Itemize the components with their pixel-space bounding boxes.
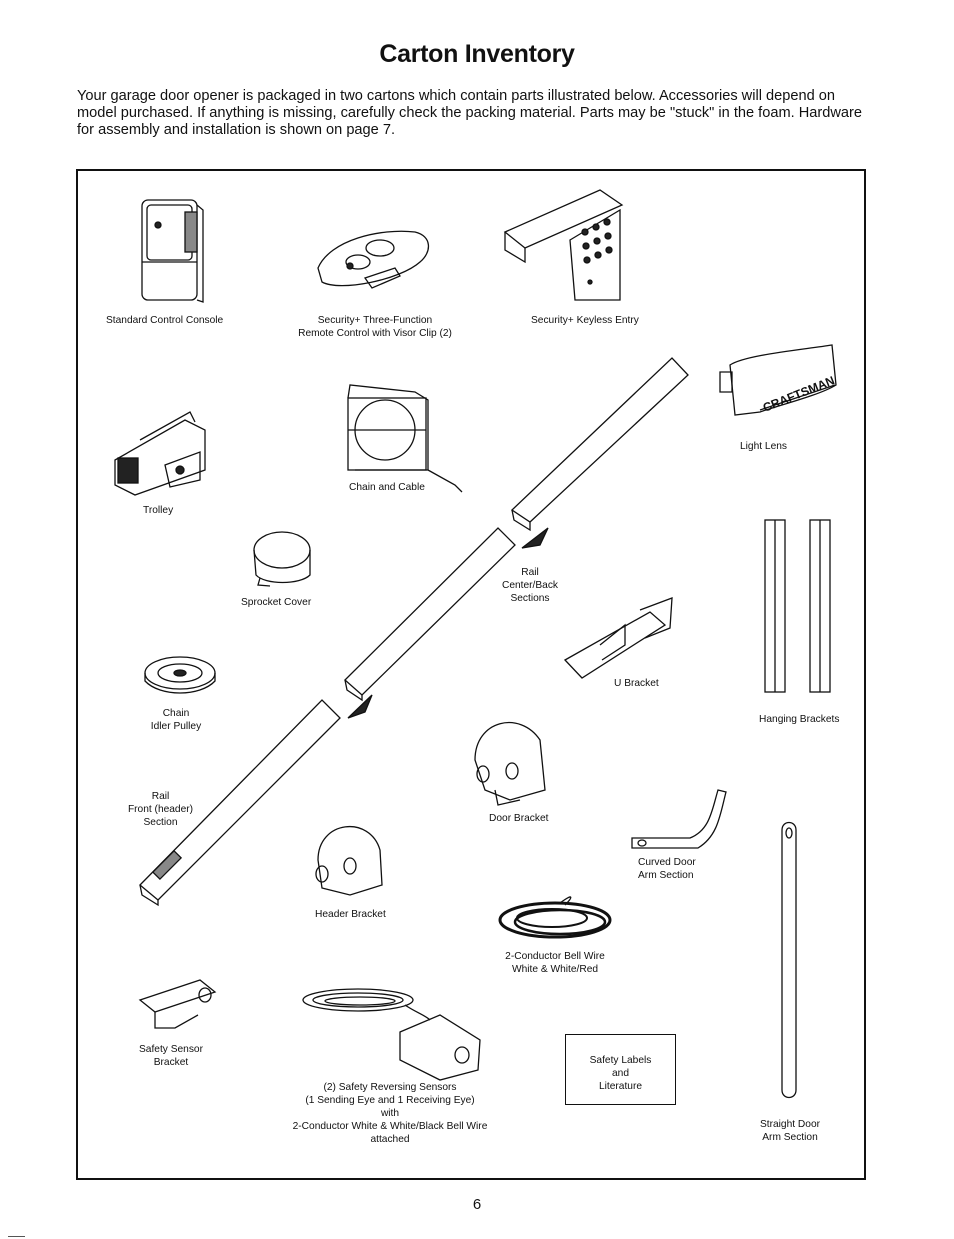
label-sensors: (2) Safety Reversing Sensors (1 Sending …	[292, 1082, 488, 1145]
rail-back-drawing	[510, 357, 689, 532]
label-remote: Security+ Three-Function Remote Control …	[298, 315, 452, 339]
curved-arm-drawing	[631, 789, 727, 849]
header-bracket-drawing	[315, 826, 383, 896]
label-hanging-brackets: Hanging Brackets	[759, 714, 840, 725]
label-bell-wire: 2-Conductor Bell Wire White & White/Red	[505, 951, 605, 975]
label-light-lens: Light Lens	[740, 441, 788, 452]
label-trolley: Trolley	[143, 505, 174, 516]
bell-wire-drawing	[498, 896, 612, 939]
label-control-console: Standard Control Console	[106, 315, 224, 326]
label-rail-front: Rail Front (header) Section	[127, 791, 194, 828]
intro-paragraph: Your garage door opener is packaged in t…	[77, 88, 862, 138]
pulley-drawing	[144, 656, 216, 694]
label-keyless-entry: Security+ Keyless Entry	[531, 315, 639, 326]
trolley-drawing	[114, 411, 206, 496]
light-lens-drawing: CRAFTSMAN	[719, 344, 837, 416]
keyless-entry-drawing	[503, 189, 624, 301]
corner-mark	[8, 1236, 25, 1237]
label-straight-arm: Straight Door Arm Section	[759, 1119, 821, 1143]
label-u-bracket: U Bracket	[614, 678, 659, 689]
hanging-brackets-drawing	[764, 519, 831, 693]
label-chain-cable: Chain and Cable	[349, 482, 425, 493]
label-curved-arm: Curved Door Arm Section	[638, 857, 696, 881]
control-console-drawing	[141, 199, 204, 303]
straight-arm-drawing	[781, 821, 797, 1099]
page-title: Carton Inventory	[379, 40, 575, 68]
label-rail-center: Rail Center/Back Sections	[501, 567, 559, 604]
lens-brand-text: CRAFTSMAN	[761, 373, 837, 414]
label-safety-labels: Safety Labels and Literature	[589, 1055, 652, 1092]
sensor-bracket-drawing	[138, 979, 217, 1029]
safety-labels-box	[565, 1034, 676, 1105]
door-bracket-drawing	[474, 721, 546, 806]
rail-center-drawing	[344, 527, 549, 702]
remote-drawing	[317, 230, 430, 289]
inventory-frame	[76, 169, 866, 1180]
page-number: 6	[472, 1196, 482, 1213]
label-sensor-bracket: Safety Sensor Bracket	[139, 1044, 203, 1068]
label-chain-pulley: Chain Idler Pulley	[150, 708, 202, 732]
sprocket-cover-drawing	[253, 531, 311, 587]
label-header-bracket: Header Bracket	[315, 909, 386, 920]
sensors-drawing	[302, 988, 481, 1081]
rail-front-drawing	[139, 694, 373, 907]
label-sprocket-cover: Sprocket Cover	[241, 597, 312, 608]
label-door-bracket: Door Bracket	[489, 813, 549, 824]
chain-cable-drawing	[347, 384, 463, 493]
u-bracket-drawing	[563, 597, 673, 679]
